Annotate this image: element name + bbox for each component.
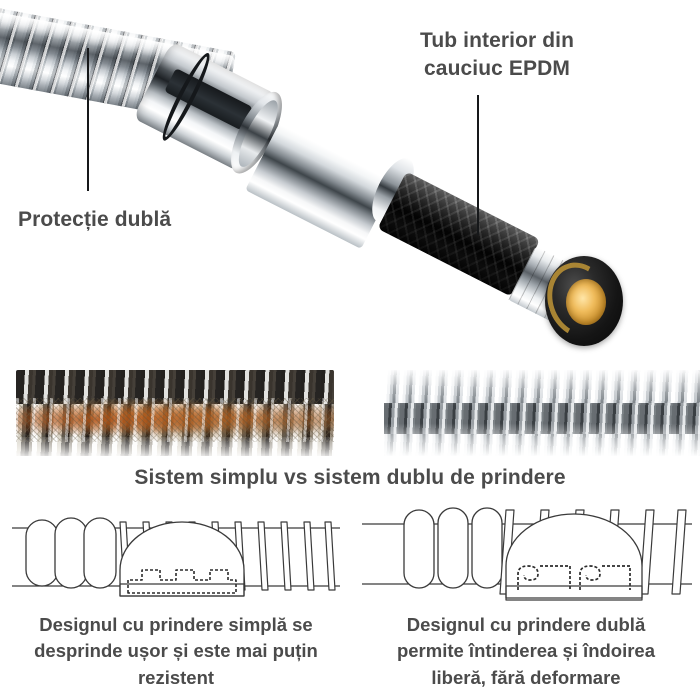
double-lock-svg: [362, 507, 692, 601]
black-braided-epdm-tube: [377, 171, 541, 297]
double-lock-caption-line-1: Designul cu prindere dublă: [406, 614, 646, 635]
label-inner-tube-line-2: cauciuc EPDM: [424, 56, 570, 80]
single-lock-profile-diagram: [8, 498, 344, 610]
hero-product-section: Tub interior din cauciuc EPDM Protecție …: [0, 6, 623, 346]
single-lock-caption-line-2: desprinde ușor și este mai puțin: [34, 640, 318, 662]
leader-line-double-protection: [87, 48, 89, 191]
clean-double-lock-hose-photo: [384, 370, 700, 456]
corroded-hose-dirt-specks: [16, 397, 334, 443]
corroded-single-lock-hose-photo: [16, 370, 334, 456]
label-inner-tube: Tub interior din cauciuc EPDM: [387, 27, 607, 82]
comparison-caption: Sistem simplu vs sistem dublu de prinder…: [134, 466, 566, 489]
clean-hose-gloss: [384, 370, 700, 456]
double-lock-caption: Designul cu prindere dublă permite întin…: [354, 612, 698, 691]
double-lock-caption-line-2: permite întinderea și îndoirea: [396, 640, 656, 662]
single-lock-caption: Designul cu prindere simplă se desprinde…: [4, 612, 348, 691]
double-lock-caption-line-3: liberă, fără deformare: [431, 666, 621, 688]
single-lock-svg: [12, 517, 340, 597]
label-inner-tube-line-1: Tub interior din: [419, 29, 575, 52]
leader-line-inner-tube: [477, 95, 479, 235]
braid-shading: [377, 171, 541, 297]
lock-profile-diagrams: [0, 498, 700, 610]
corroded-hose-bottom-fade: [16, 437, 334, 456]
label-double-protection: Protecție dublă: [18, 208, 172, 231]
end-fitting-brass-bore: [566, 279, 606, 325]
single-lock-caption-line-1: Designul cu prindere simplă se: [39, 614, 313, 635]
double-lock-profile-diagram: [358, 498, 696, 610]
hose-comparison-photos: [0, 362, 700, 480]
single-lock-caption-line-3: rezistent: [137, 666, 215, 688]
